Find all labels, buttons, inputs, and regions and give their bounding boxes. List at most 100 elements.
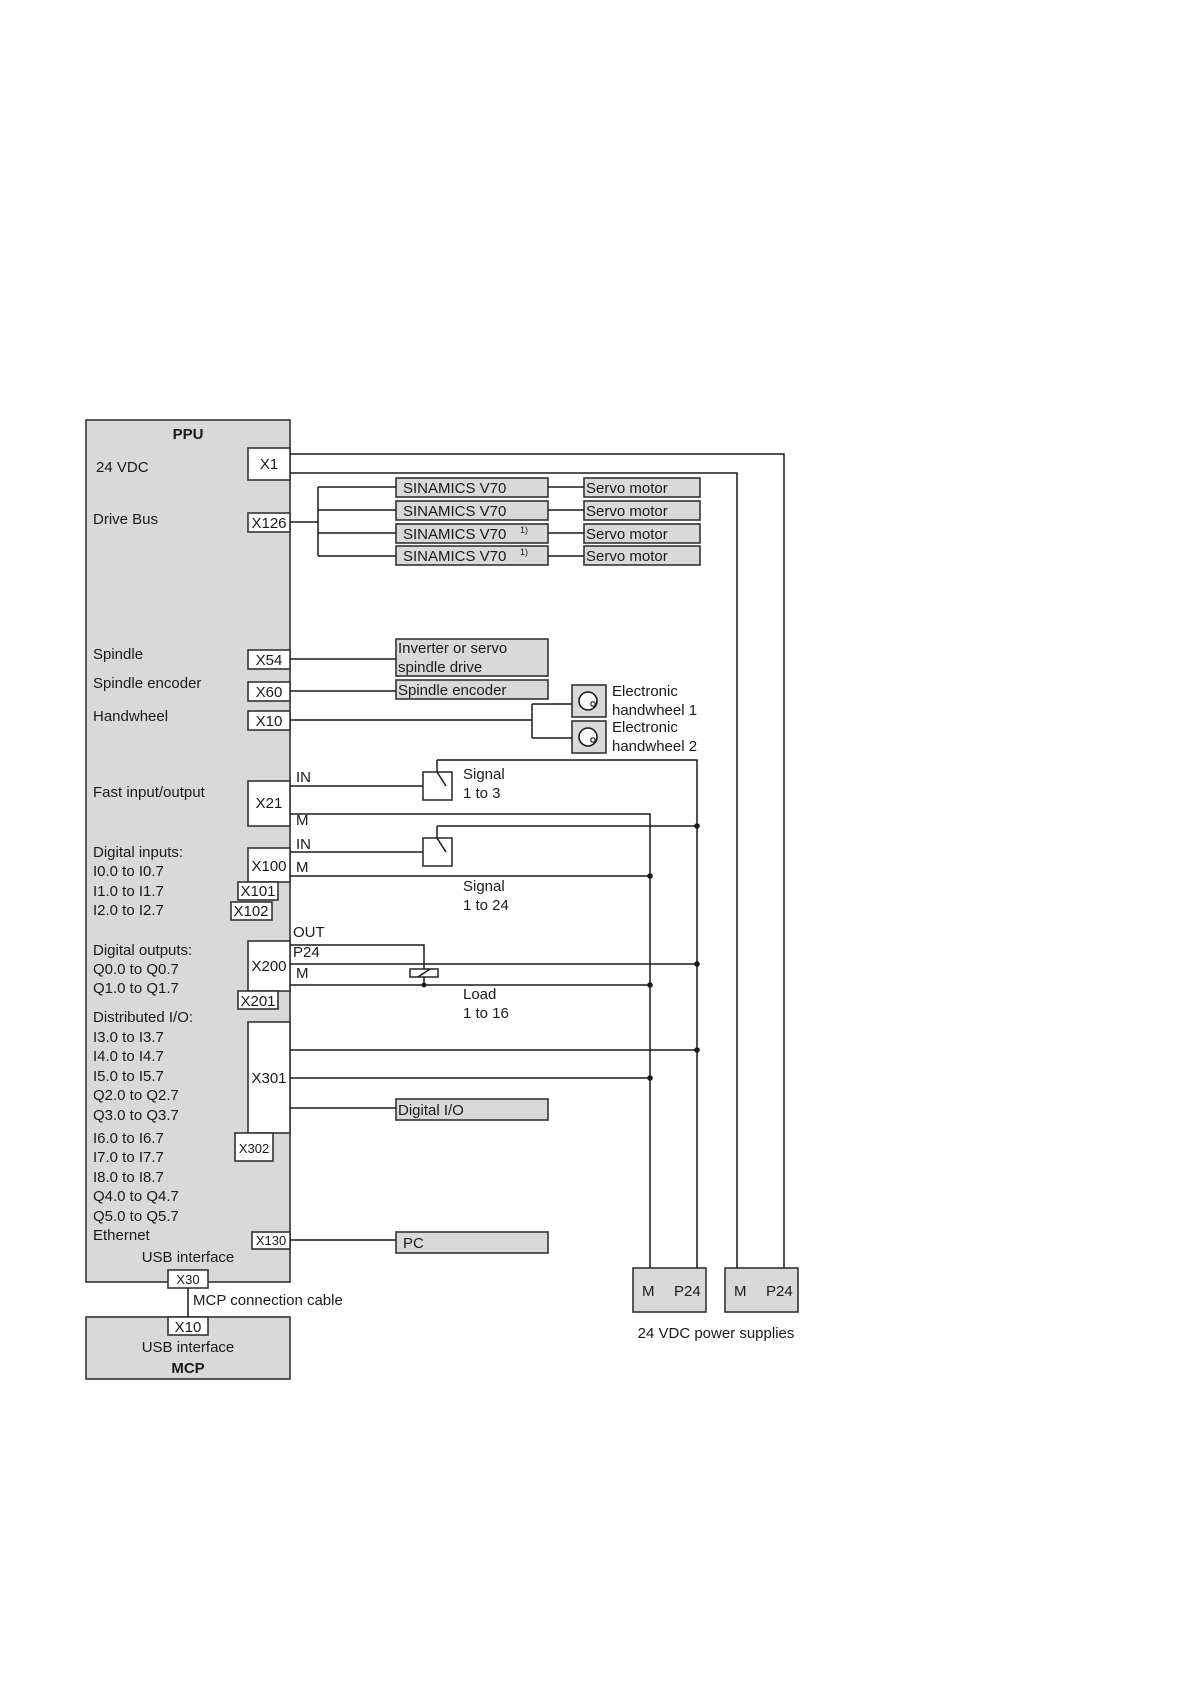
load-label-1: Load xyxy=(463,986,496,1003)
label-q4: Q4.0 to Q4.7 xyxy=(93,1188,179,1205)
label-q0: Q0.0 to Q0.7 xyxy=(93,961,179,978)
signal-fast-label-2: 1 to 3 xyxy=(463,785,501,802)
connector-x101 xyxy=(237,881,279,901)
pin-x100-m: M xyxy=(296,859,309,876)
connector-x201 xyxy=(237,990,279,1010)
pc-label: PC xyxy=(403,1235,424,1252)
motor-label-1: Servo motor xyxy=(586,480,668,497)
signal-digital-label-2: 1 to 24 xyxy=(463,897,509,914)
connector-x102-label: X102 xyxy=(233,903,268,920)
junction-dot xyxy=(694,823,700,829)
switch-fast-io-contact xyxy=(436,760,447,787)
junction-dot xyxy=(694,1047,700,1053)
connector-x1-label: X1 xyxy=(260,456,278,473)
label-q2: Q2.0 to Q2.7 xyxy=(93,1087,179,1104)
switch-digital-input xyxy=(422,837,453,867)
label-q3: Q3.0 to Q3.7 xyxy=(93,1107,179,1124)
wire-x1-p24 xyxy=(290,453,785,1268)
pin-x200-out: OUT xyxy=(293,924,325,941)
handwheel-1-label-2: handwheel 1 xyxy=(612,702,697,719)
connector-x21-label: X21 xyxy=(256,795,283,812)
connector-x302 xyxy=(234,1132,274,1162)
spindle-drive-box xyxy=(395,638,549,677)
connector-x100-label: X100 xyxy=(251,858,286,875)
mcp-title: MCP xyxy=(171,1360,204,1377)
handwheel-2-icon xyxy=(578,727,598,747)
label-i4: I4.0 to I4.7 xyxy=(93,1048,164,1065)
connector-x54-label: X54 xyxy=(256,652,283,669)
mcp-cable-label: MCP connection cable xyxy=(193,1292,343,1309)
drive-label-2: SINAMICS V70 xyxy=(403,503,506,520)
connector-x21 xyxy=(247,780,291,827)
spindle-encoder-box-label: Spindle encoder xyxy=(398,682,506,699)
connector-x1 xyxy=(247,447,291,481)
label-spindle: Spindle xyxy=(93,646,143,663)
label-fast-io: Fast input/output xyxy=(93,784,206,801)
label-i2: I2.0 to I2.7 xyxy=(93,902,164,919)
connector-x100 xyxy=(247,847,291,883)
power-supply-2-m: M xyxy=(734,1283,747,1300)
wire-x1-m xyxy=(290,472,738,1268)
pc-box xyxy=(395,1231,549,1254)
drive-label-1: SINAMICS V70 xyxy=(403,480,506,497)
switch-digital-input-contact xyxy=(436,826,447,853)
label-drive-bus: Drive Bus xyxy=(93,511,158,528)
label-i0: I0.0 to I0.7 xyxy=(93,863,164,880)
junction-dot xyxy=(421,982,427,988)
signal-digital-label-1: Signal xyxy=(463,878,505,895)
label-q5: Q5.0 to Q5.7 xyxy=(93,1208,179,1225)
drive-label-3: SINAMICS V70 xyxy=(403,526,506,543)
wire-x21-switch-supply xyxy=(437,759,698,1268)
connector-x302-label: X302 xyxy=(239,1141,269,1156)
pin-x21-m: M xyxy=(296,812,309,829)
label-handwheel: Handwheel xyxy=(93,708,168,725)
power-supply-1-p24: P24 xyxy=(674,1283,701,1300)
drive-footnote-4: 1) xyxy=(520,547,528,557)
connector-x200-label: X200 xyxy=(251,958,286,975)
handwheel-2-label-2: handwheel 2 xyxy=(612,738,697,755)
label-digital-inputs: Digital inputs: xyxy=(93,844,183,861)
spindle-encoder-box xyxy=(395,679,549,700)
connector-x201-label: X201 xyxy=(240,993,275,1010)
drive-footnote-3: 1) xyxy=(520,525,528,535)
digital-io-box xyxy=(395,1098,549,1121)
label-ppu-usb: USB interface xyxy=(142,1249,235,1266)
connector-x10-label: X10 xyxy=(256,713,283,730)
load-relay-stroke xyxy=(417,968,431,978)
mcp-connector-x10-label: X10 xyxy=(175,1319,202,1336)
signal-fast-label-1: Signal xyxy=(463,766,505,783)
spindle-drive-label-1: Inverter or servo xyxy=(398,640,507,657)
power-supply-2-p24: P24 xyxy=(766,1283,793,1300)
connector-x200 xyxy=(247,940,291,992)
wire-x21-m xyxy=(290,813,651,1268)
digital-io-label: Digital I/O xyxy=(398,1102,464,1119)
label-i6: I6.0 to I6.7 xyxy=(93,1130,164,1147)
label-i3: I3.0 to I3.7 xyxy=(93,1029,164,1046)
label-ethernet: Ethernet xyxy=(93,1227,151,1244)
handwheel-1-knob-icon xyxy=(590,701,596,707)
connector-x101-label: X101 xyxy=(240,883,275,900)
drive-label-4: SINAMICS V70 xyxy=(403,548,506,565)
label-i1: I1.0 to I1.7 xyxy=(93,883,164,900)
ppu-title: PPU xyxy=(173,426,204,443)
label-digital-outputs: Digital outputs: xyxy=(93,942,192,959)
connector-x30-label: X30 xyxy=(176,1272,199,1287)
junction-dot xyxy=(647,982,653,988)
motor-label-3: Servo motor xyxy=(586,526,668,543)
connector-x102 xyxy=(230,901,273,921)
connector-x130-label: X130 xyxy=(256,1233,286,1248)
power-supply-1 xyxy=(632,1267,707,1313)
handwheel-2-label-1: Electronic xyxy=(612,719,678,736)
label-q1: Q1.0 to Q1.7 xyxy=(93,980,179,997)
label-i8: I8.0 to I8.7 xyxy=(93,1169,164,1186)
junction-dot xyxy=(694,961,700,967)
junction-dot xyxy=(647,1075,653,1081)
pin-x200-p24: P24 xyxy=(293,944,320,961)
label-distributed-io: Distributed I/O: xyxy=(93,1009,193,1026)
pin-x21-in: IN xyxy=(296,769,311,786)
motor-label-4: Servo motor xyxy=(586,548,668,565)
mcp-usb-label: USB interface xyxy=(142,1339,235,1356)
label-spindle-encoder: Spindle encoder xyxy=(93,675,201,692)
motor-label-2: Servo motor xyxy=(586,503,668,520)
